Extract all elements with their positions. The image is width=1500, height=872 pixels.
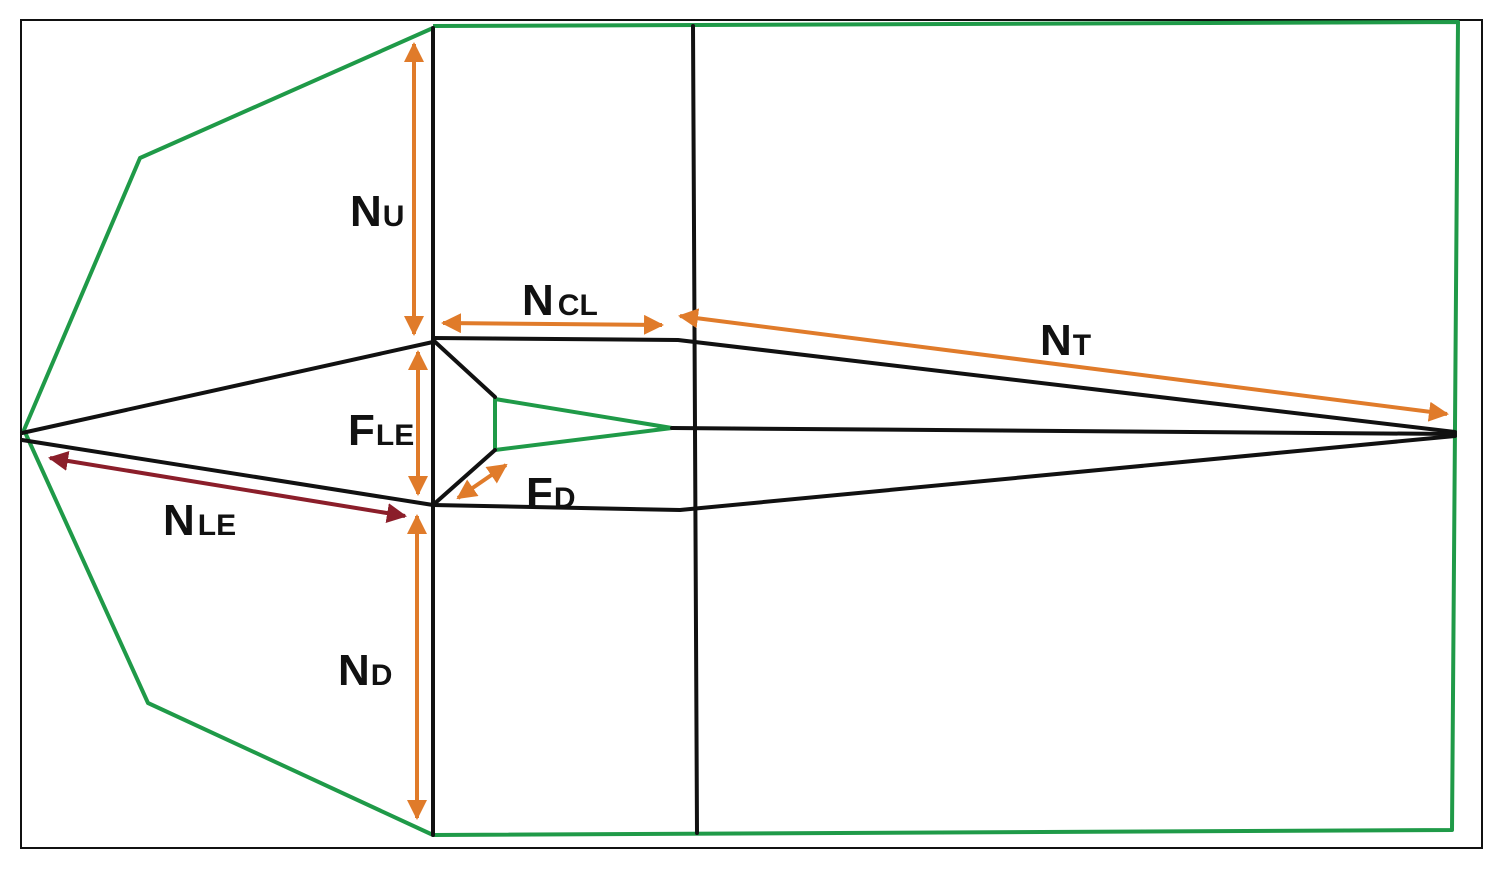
far-field-boundary (22, 20, 1460, 837)
wake-centerline (670, 426, 1457, 436)
ncl-arrow (441, 313, 664, 335)
upper-block-edge (431, 336, 1457, 434)
label-nt: NT (1040, 316, 1091, 365)
label-nu: NU (350, 187, 404, 236)
block-lines (20, 24, 1457, 837)
label-nd: ND (338, 646, 392, 695)
nt-arrow (678, 308, 1449, 422)
upper-leading-block-edge (20, 340, 435, 435)
fd-arrow (456, 463, 508, 500)
inner-triangle (493, 397, 674, 452)
nle-arrow (48, 451, 407, 523)
upper-diagonal (431, 338, 497, 399)
lower-block-edge (431, 434, 1457, 512)
dimension-arrows (48, 42, 1449, 820)
label-fd: FD (526, 469, 576, 518)
label-fle: FLE (348, 406, 414, 455)
